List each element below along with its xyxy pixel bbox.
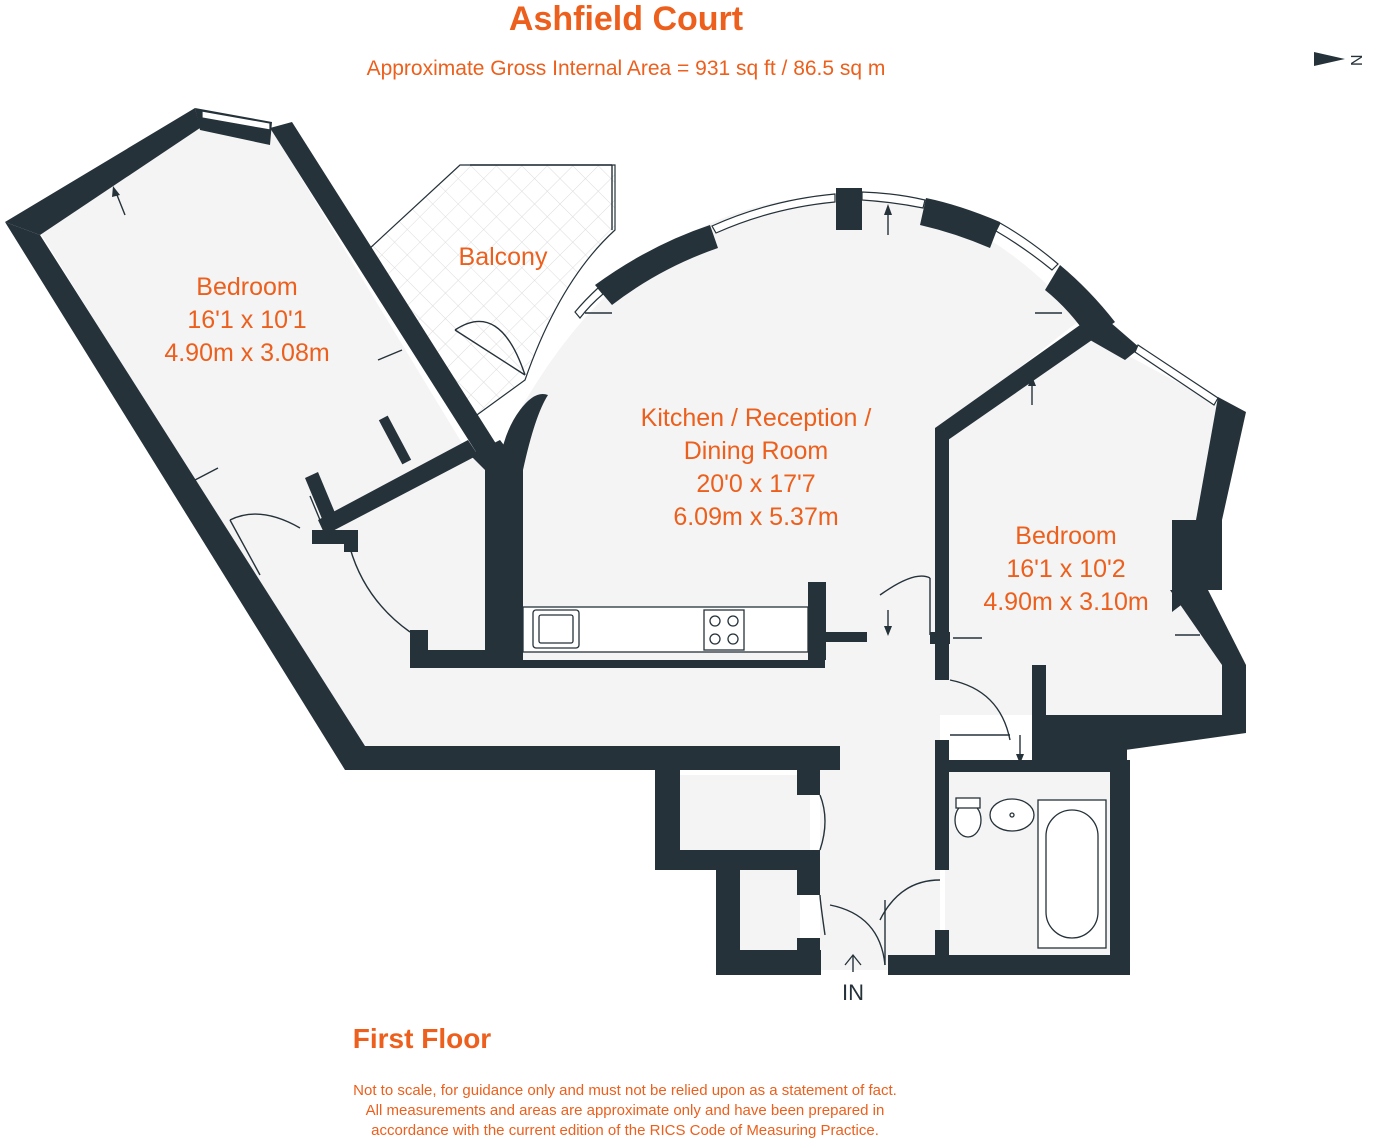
walls: [5, 108, 1246, 975]
windows: [201, 110, 1219, 406]
fixtures: [522, 606, 1107, 949]
floor-name: First Floor: [353, 1023, 492, 1054]
bedroom1-name: Bedroom: [196, 273, 297, 301]
hob-icon: [703, 609, 745, 651]
bedroom2-name: Bedroom: [1015, 522, 1116, 550]
arrow-markers: [112, 186, 1200, 972]
kitchen-name-line1: Kitchen / Reception /: [641, 404, 872, 432]
disclaimer-line2: All measurements and areas are approxima…: [366, 1102, 885, 1119]
north-arrow-icon: N: [1314, 52, 1366, 66]
disclaimer-line1: Not to scale, for guidance only and must…: [353, 1082, 897, 1099]
doors: [229, 320, 1011, 966]
entrance-label: IN: [842, 980, 864, 1005]
entrance-arrow-icon: [844, 953, 862, 966]
balcony: [367, 164, 616, 421]
compass-label: N: [1349, 54, 1366, 66]
balcony-name: Balcony: [459, 243, 548, 271]
page-title: Ashfield Court: [509, 0, 743, 38]
kitchen-imperial: 20'0 x 17'7: [696, 470, 815, 498]
bedroom2-imperial: 16'1 x 10'2: [1006, 555, 1125, 583]
bedroom2-metric: 4.90m x 3.10m: [983, 588, 1148, 616]
bedroom1-imperial: 16'1 x 10'1: [187, 306, 306, 334]
bedroom1-metric: 4.90m x 3.08m: [164, 339, 329, 367]
kitchen-metric: 6.09m x 5.37m: [673, 503, 838, 531]
disclaimer-line3: accordance with the current edition of t…: [371, 1122, 879, 1139]
kitchen-name-line2: Dining Room: [684, 437, 829, 465]
area-summary: Approximate Gross Internal Area = 931 sq…: [367, 57, 886, 80]
